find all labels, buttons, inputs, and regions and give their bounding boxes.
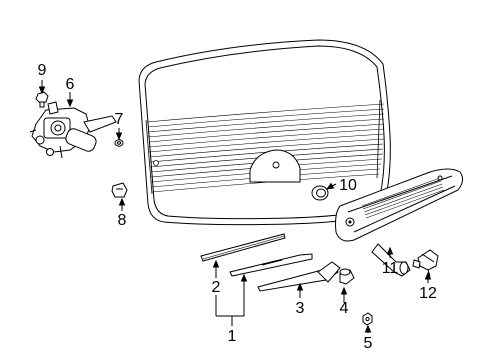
bolt — [35, 91, 49, 108]
washer — [114, 139, 124, 147]
liftgate-glass — [138, 39, 391, 226]
callout-9: 9 — [38, 62, 47, 79]
callout-11: 11 — [382, 260, 399, 277]
wiper-blade — [200, 233, 286, 262]
callout-10: 10 — [339, 177, 357, 194]
callouts: 9 6 7 8 10 2 1 3 4 5 11 12 — [38, 62, 437, 352]
callout-2: 2 — [212, 279, 221, 296]
callout-6: 6 — [66, 76, 75, 93]
wiper-arm — [257, 261, 341, 292]
stop-lamp-spoiler — [335, 168, 464, 277]
grommet — [111, 182, 128, 198]
callout-4: 4 — [340, 300, 349, 317]
callout-3: 3 — [296, 300, 305, 317]
leader-lines — [38, 80, 432, 333]
callout-7: 7 — [115, 111, 124, 128]
cap — [311, 185, 329, 201]
callout-5: 5 — [364, 335, 373, 352]
nut — [362, 312, 373, 326]
arm-cap — [339, 268, 355, 285]
washer-nozzle — [412, 249, 439, 277]
callout-8: 8 — [118, 212, 127, 229]
wiper-arm-blade — [229, 253, 313, 277]
callout-12: 12 — [419, 285, 437, 302]
wiper-motor — [29, 101, 117, 159]
callout-1: 1 — [228, 328, 237, 345]
